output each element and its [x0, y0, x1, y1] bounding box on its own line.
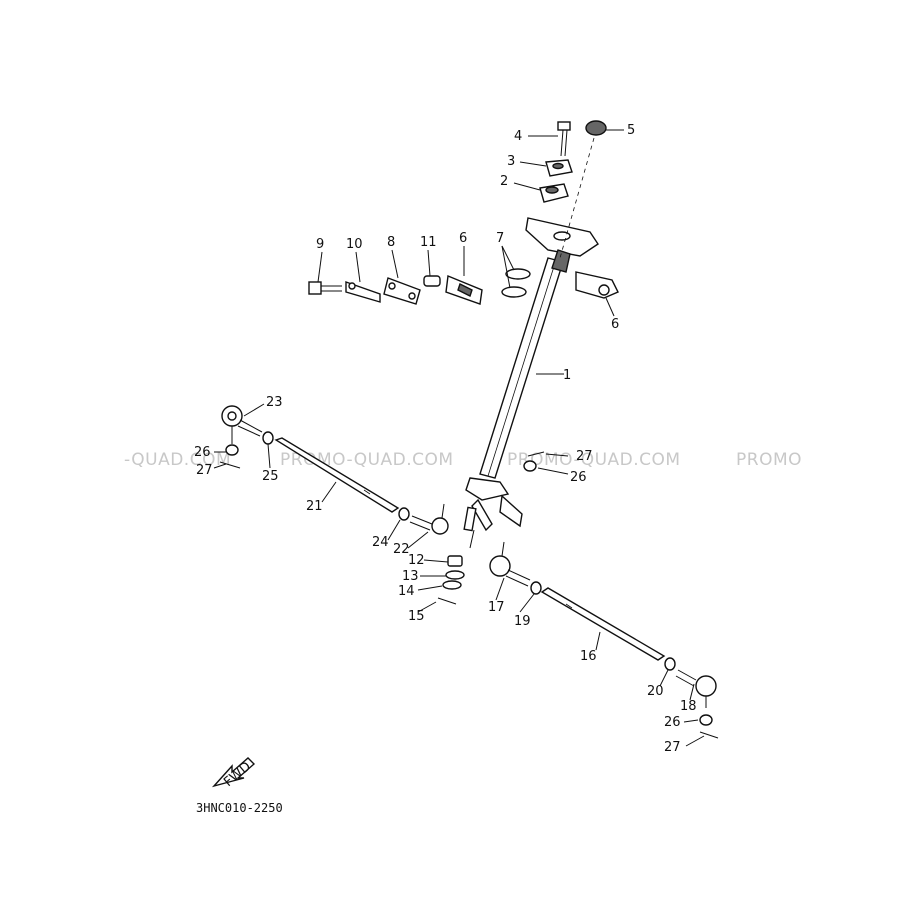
callout-13: 13: [402, 569, 419, 584]
callout-18: 18: [680, 699, 697, 714]
callout-23: 23: [266, 395, 283, 410]
callout-6-left: 6: [459, 231, 467, 246]
callout-4: 4: [514, 129, 522, 144]
fwd-arrow-icon: FWD: [211, 757, 256, 790]
callout-16: 16: [580, 649, 597, 664]
rod-end-17: [489, 541, 531, 587]
callout-19: 19: [514, 614, 531, 629]
nut-26-right: [699, 714, 713, 726]
watermark-text-1: -QUAD.COM: [124, 450, 231, 470]
callout-27-right: 27: [664, 740, 681, 755]
callouts: 1 2 3 4 5 6 6 7 8 9 10 11 12 13 14 15 16…: [194, 123, 697, 755]
rod-end-18: [675, 669, 717, 708]
callout-27-left: 27: [196, 463, 213, 478]
callout-2: 2: [500, 174, 508, 189]
nut-26-center: [523, 451, 545, 472]
watermark-text-4: PROMO: [736, 450, 802, 470]
bolt: [557, 121, 571, 157]
callout-14: 14: [398, 584, 415, 599]
callout-26-right: 26: [664, 715, 681, 730]
callout-8: 8: [387, 235, 395, 250]
callout-9: 9: [316, 237, 324, 252]
plate-10: [345, 281, 381, 303]
callout-17: 17: [488, 600, 505, 615]
bushing: [545, 159, 573, 177]
callout-15: 15: [408, 609, 425, 624]
nut-25: [262, 431, 274, 445]
rod-end-23: [221, 405, 263, 444]
holder-right: [575, 271, 619, 299]
callout-10: 10: [346, 237, 363, 252]
callout-7: 7: [496, 231, 504, 246]
cap: [559, 120, 607, 259]
steering-shaft: [463, 217, 599, 549]
center-stack: [437, 555, 465, 605]
collar: [539, 183, 569, 203]
watermark: -QUAD.COM PROMO-QUAD.COM PROMO-QUAD.COM …: [124, 450, 802, 470]
tie-rod-left: [274, 437, 400, 513]
nut-26-left: [225, 444, 239, 456]
callout-6-right: 6: [611, 317, 619, 332]
callout-11: 11: [420, 235, 437, 250]
holder-left: [445, 275, 483, 305]
oil-seal: [501, 268, 531, 298]
leader-lines: [213, 129, 705, 747]
plate-8: [383, 277, 421, 305]
callout-22: 22: [393, 542, 410, 557]
rod-end-22: [409, 503, 449, 535]
callout-26-center: 26: [570, 470, 587, 485]
callout-25: 25: [262, 469, 279, 484]
callout-3: 3: [507, 154, 515, 169]
watermark-text-3: PROMO-QUAD.COM: [507, 450, 681, 470]
callout-12: 12: [408, 553, 425, 568]
callout-21: 21: [306, 499, 323, 514]
collar-11: [423, 275, 441, 287]
pin-27-left: [219, 461, 241, 469]
callout-24: 24: [372, 535, 389, 550]
pin-27-right: [699, 731, 719, 739]
nut-24: [398, 507, 410, 521]
callout-27-center: 27: [576, 449, 593, 464]
bolt-9: [308, 281, 342, 295]
callout-20: 20: [647, 684, 664, 699]
callout-26-left: 26: [194, 445, 211, 460]
nut-20: [664, 657, 676, 671]
tie-rod-right: [540, 587, 666, 661]
callout-1: 1: [563, 368, 571, 383]
callout-5: 5: [627, 123, 635, 138]
part-code: 3HNC010-2250: [196, 801, 283, 815]
nut-19: [530, 581, 542, 595]
